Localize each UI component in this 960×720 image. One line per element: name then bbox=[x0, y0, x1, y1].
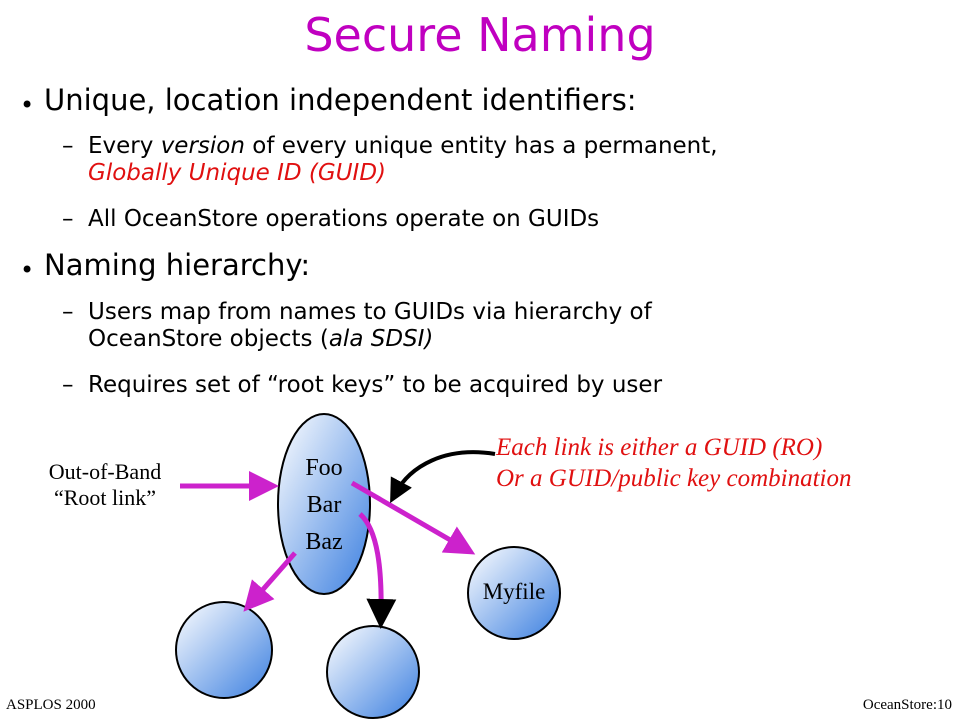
bullet-1-sub-2: All OceanStore operations operate on GUI… bbox=[88, 206, 600, 232]
sub-text: Users map from names to GUIDs via hierar… bbox=[88, 299, 652, 325]
link-note: Each link is either a GUID (RO) Or a GUI… bbox=[496, 432, 851, 495]
footer-left: ASPLOS 2000 bbox=[6, 697, 96, 713]
baz-to-left-node-arrow bbox=[243, 551, 297, 612]
root-link-label: Out-of-Band “Root link” bbox=[30, 459, 180, 512]
root-label-line-1: Out-of-Band bbox=[48, 459, 162, 484]
root-label-line-2: “Root link” bbox=[53, 485, 157, 511]
slide-title: Secure Naming bbox=[304, 8, 656, 62]
sub-emphasis: version bbox=[160, 133, 245, 159]
guid-definition: Globally Unique ID (GUID) bbox=[88, 160, 387, 187]
bullet-2-text: Naming hierarchy: bbox=[44, 248, 311, 282]
sub-text: Every bbox=[88, 133, 161, 159]
file-node bbox=[467, 546, 561, 640]
foo-to-myfile-arrow bbox=[350, 480, 476, 555]
note-pointer-arrow bbox=[390, 450, 496, 504]
bar-to-right-node-arrow bbox=[358, 512, 397, 629]
sub-dash: – bbox=[62, 299, 74, 325]
sub-emphasis: ala SDSI) bbox=[328, 326, 434, 353]
dir-entry-baz: Baz bbox=[305, 529, 343, 556]
bullet-glyph: • bbox=[20, 256, 35, 284]
dir-entry-bar: Bar bbox=[306, 492, 342, 519]
sub-dash: – bbox=[62, 206, 74, 232]
bullet-1-sub-1: Every version of every unique entity has… bbox=[88, 133, 948, 187]
child-node-right bbox=[326, 625, 420, 719]
link-note-line-1: Each link is either a GUID (RO) bbox=[496, 434, 823, 461]
bullet-glyph: • bbox=[20, 91, 35, 119]
dir-entry-foo: Foo bbox=[305, 455, 343, 481]
sub-text: OceanStore objects ( bbox=[88, 326, 329, 353]
sub-dash: – bbox=[62, 133, 74, 159]
sub-dash: – bbox=[62, 372, 74, 398]
directory-node bbox=[277, 413, 371, 595]
link-note-line-2: Or a GUID/public key combination bbox=[496, 465, 852, 493]
directory-entries: Foo Bar Baz bbox=[290, 450, 358, 562]
bullet-2-sub-1: Users map from names to GUIDs via hierar… bbox=[88, 299, 948, 353]
file-label: Myfile bbox=[482, 579, 546, 604]
sub-text: of every unique entity has a permanent, bbox=[244, 133, 718, 159]
footer-right: OceanStore:10 bbox=[862, 697, 952, 713]
bullet-1-text: Unique, location independent identifiers… bbox=[44, 83, 637, 117]
bullet-2-sub-2: Requires set of “root keys” to be acquir… bbox=[88, 372, 663, 398]
child-node-left bbox=[175, 601, 273, 699]
